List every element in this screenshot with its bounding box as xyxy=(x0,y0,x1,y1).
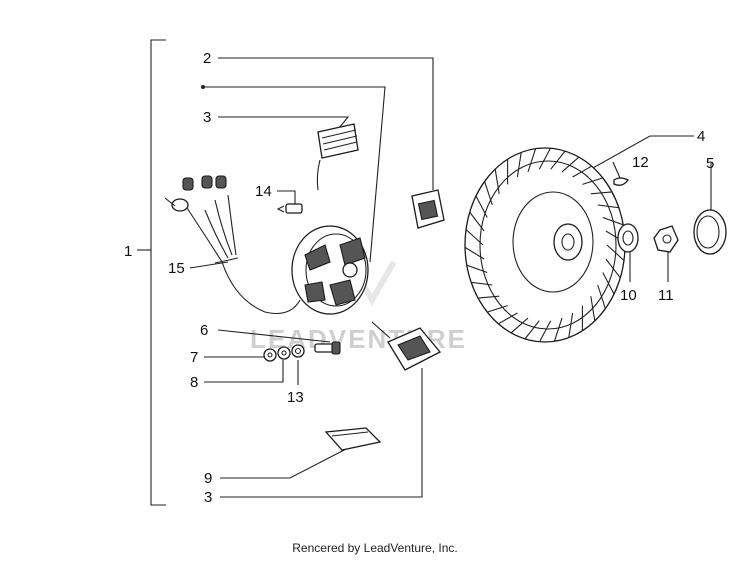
callout-9: 9 xyxy=(204,470,212,487)
flywheel-fin xyxy=(597,284,606,309)
flywheel-fin xyxy=(516,152,522,178)
callout-3-bottom: 3 xyxy=(204,489,212,506)
flywheel-fin xyxy=(471,281,493,286)
callout-11: 11 xyxy=(658,287,674,304)
assembly-bracket xyxy=(137,39,166,506)
cup-part-10 xyxy=(617,223,639,253)
callout-10: 10 xyxy=(620,287,637,304)
flywheel-fin xyxy=(602,272,615,295)
flywheel-fin xyxy=(538,147,551,170)
nut-part-11 xyxy=(653,225,679,253)
flywheel-fin xyxy=(524,320,540,340)
flywheel-fin xyxy=(553,317,563,342)
callout-15: 15 xyxy=(168,260,185,277)
flywheel-fin xyxy=(487,305,508,313)
callout-1: 1 xyxy=(124,243,132,260)
flywheel-fin xyxy=(582,177,603,185)
credit-line: Rencered by LeadVenture, Inc. xyxy=(292,541,458,555)
flywheel-fin xyxy=(590,296,596,321)
flywheel-fin xyxy=(494,169,500,194)
flywheel-fin xyxy=(484,181,493,206)
flywheel-fin xyxy=(510,317,529,334)
screw-part-14 xyxy=(276,203,303,214)
callout-5: 5 xyxy=(706,155,714,172)
flywheel-fin xyxy=(475,195,488,218)
wiring-harness xyxy=(164,175,301,315)
coil-part-2 xyxy=(411,189,445,229)
flywheel-fin xyxy=(602,216,624,226)
callout-7: 7 xyxy=(190,349,198,366)
gasket-part-9 xyxy=(324,427,382,451)
callout-3-top: 3 xyxy=(203,109,211,126)
stator-assembly xyxy=(291,225,369,315)
flywheel-fin xyxy=(477,295,500,299)
flywheel-fin xyxy=(466,264,488,274)
flywheel-fin xyxy=(568,312,574,338)
flywheel-fin xyxy=(561,156,580,173)
flywheel-fin xyxy=(539,320,552,343)
key-part-12 xyxy=(613,177,629,186)
flywheel-fin xyxy=(597,204,619,209)
callout-4: 4 xyxy=(697,128,705,145)
pickup-coil xyxy=(371,321,442,371)
callout-2: 2 xyxy=(203,50,211,67)
coil-block-top xyxy=(316,123,359,191)
flywheel-fin xyxy=(498,312,518,325)
callout-labels: 1 2 3 4 5 6 7 8 9 10 11 12 13 14 15 3 xyxy=(124,50,714,506)
leader-lines xyxy=(189,57,712,498)
cover-part-5 xyxy=(693,209,727,255)
flywheel-fin xyxy=(464,246,485,260)
callout-14: 14 xyxy=(255,183,272,200)
flywheel-fin xyxy=(465,229,484,246)
flywheel-fin xyxy=(469,211,485,232)
flywheel-fin xyxy=(606,244,625,261)
callout-12: 12 xyxy=(632,154,649,171)
flywheel xyxy=(464,147,626,343)
flywheel-fin xyxy=(605,258,621,279)
callout-13: 13 xyxy=(287,389,304,406)
callout-6: 6 xyxy=(200,322,208,339)
callout-8: 8 xyxy=(190,374,198,391)
flywheel-fin xyxy=(572,165,592,178)
flywheel-fin xyxy=(590,191,613,195)
flywheel-fin xyxy=(550,150,566,170)
flywheel-fin xyxy=(527,148,537,173)
fastener-set xyxy=(263,341,341,362)
